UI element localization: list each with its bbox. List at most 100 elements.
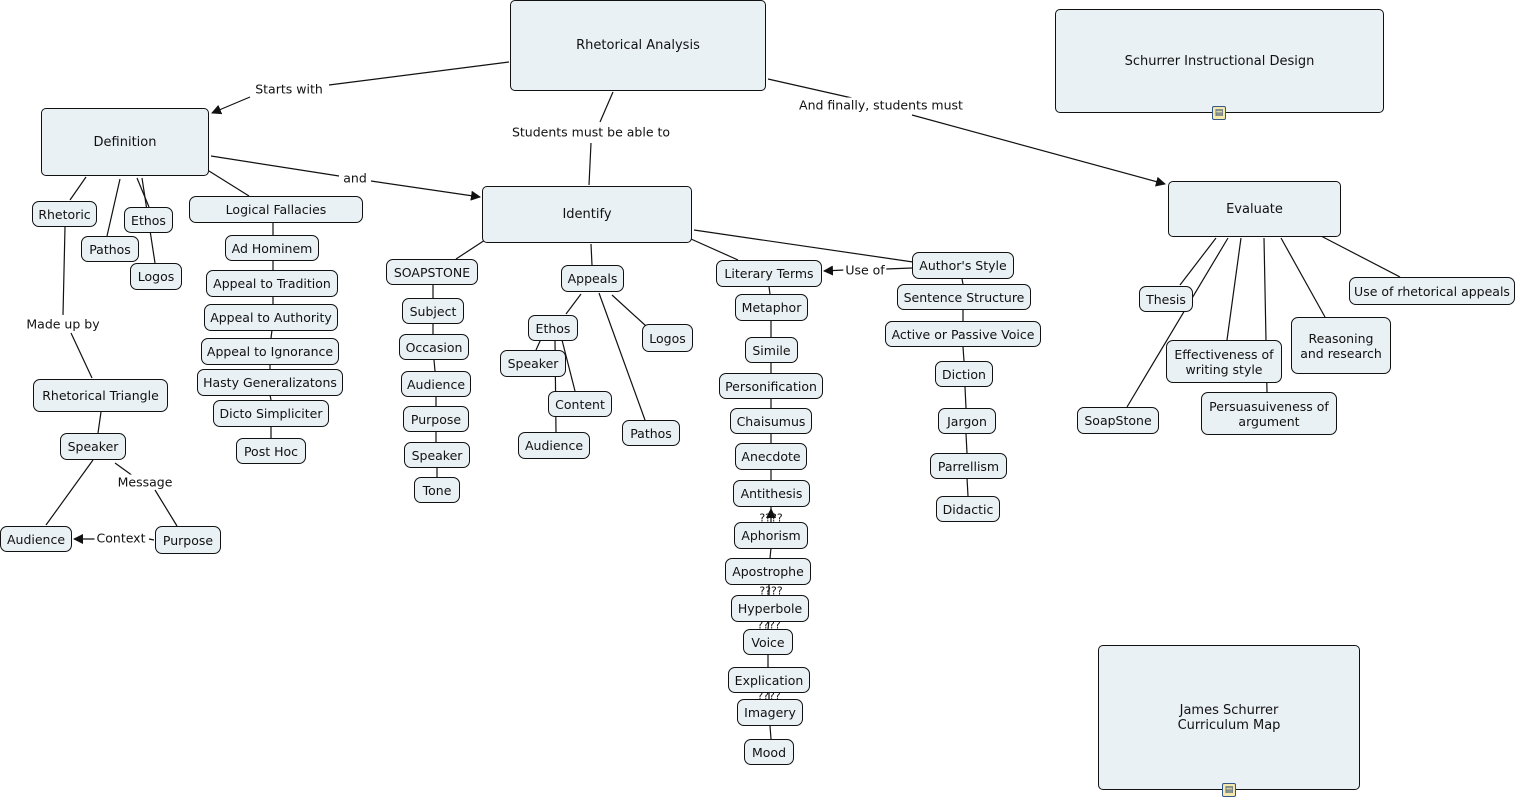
concept-tone[interactable]: Tone [414, 477, 460, 503]
link-label-and: and [341, 170, 369, 186]
concept-explication[interactable]: Explication [728, 667, 810, 693]
concept-jargon[interactable]: Jargon [938, 408, 996, 434]
concept-chaisumus[interactable]: Chaisumus [730, 408, 812, 434]
concept-personification[interactable]: Personification [719, 373, 823, 399]
concept-active-passive-voice[interactable]: Active or Passive Voice [885, 321, 1041, 347]
concept-aphorism[interactable]: Aphorism [734, 522, 808, 549]
link-line [598, 292, 646, 421]
concept-sentence-structure[interactable]: Sentence Structure [897, 284, 1031, 310]
concept-subject[interactable]: Subject [402, 298, 464, 324]
link-line [885, 267, 913, 270]
link-line [561, 339, 576, 392]
concept-simile[interactable]: Simile [745, 337, 798, 363]
link-label-made-up-by: Made up by [24, 316, 102, 332]
concept-identify[interactable]: Identify [482, 186, 692, 243]
link-line [962, 346, 965, 362]
link-line [328, 61, 510, 86]
concept-content[interactable]: Content [548, 391, 612, 417]
concept-purpose-soap[interactable]: Purpose [403, 406, 469, 432]
link-label-students-must: Students must be able to [509, 124, 673, 140]
link-line [45, 459, 94, 526]
concept-reasoning-and-research[interactable]: Reasoning and research [1291, 317, 1391, 374]
link-line [433, 359, 436, 372]
concept-imagery[interactable]: Imagery [737, 699, 803, 726]
concept-metaphor[interactable]: Metaphor [735, 294, 808, 321]
concept-speaker[interactable]: Speaker [60, 433, 126, 460]
concept-dicto-simpliciter[interactable]: Dicto Simpliciter [213, 400, 329, 427]
concept-literary-terms[interactable]: Literary Terms [716, 260, 822, 287]
concept-soapstone-eval[interactable]: SoapStone [1077, 407, 1159, 434]
link-arrow-line [370, 180, 481, 201]
concept-audience-appeal[interactable]: Audience [518, 432, 590, 459]
link-line [270, 329, 273, 339]
concept-authors-style[interactable]: Author's Style [912, 252, 1014, 279]
concept-pathos[interactable]: Pathos [81, 236, 139, 262]
link-line [154, 489, 178, 527]
concept-ethos-appeal[interactable]: Ethos [528, 315, 578, 341]
concept-thesis[interactable]: Thesis [1139, 286, 1193, 312]
concept-rhetorical-triangle[interactable]: Rhetorical Triangle [33, 379, 168, 412]
link-line [966, 477, 969, 497]
concept-effectiveness-of-writing-style[interactable]: Effectiveness of writing style [1166, 340, 1282, 383]
document-icon[interactable]: ▤ [1212, 106, 1226, 120]
concept-purpose[interactable]: Purpose [155, 526, 221, 554]
concept-evaluate[interactable]: Evaluate [1168, 181, 1341, 237]
concept-appeal-to-ignorance[interactable]: Appeal to Ignorance [201, 338, 339, 365]
concept-james-schurrer-curriculum-map[interactable]: James Schurrer Curriculum Map [1098, 645, 1360, 790]
concept-didactic[interactable]: Didactic [936, 496, 1000, 522]
concept-schurrer-instructional-design[interactable]: Schurrer Instructional Design [1055, 9, 1384, 113]
link-line [208, 170, 250, 197]
link-line [106, 178, 121, 237]
document-icon[interactable]: ▤ [1222, 783, 1236, 797]
link-line [965, 433, 968, 454]
concept-hasty-generalizations[interactable]: Hasty Generalizatons [197, 369, 343, 396]
link-line [455, 239, 486, 260]
link-label-and-finally: And finally, students must [797, 97, 965, 113]
concept-logos[interactable]: Logos [130, 263, 182, 290]
link-arrow-line [823, 265, 845, 276]
concept-definition[interactable]: Definition [41, 108, 209, 176]
concept-antithesis[interactable]: Antithesis [733, 480, 810, 507]
concept-rhetoric[interactable]: Rhetoric [32, 201, 97, 227]
concept-anecdote[interactable]: Anecdote [735, 443, 807, 470]
concept-audience[interactable]: Audience [0, 526, 72, 552]
concept-use-of-rhetorical-appeals[interactable]: Use of rhetorical appeals [1349, 277, 1515, 305]
link-line [1179, 237, 1217, 286]
concept-appeal-to-authority[interactable]: Appeal to Authority [204, 304, 338, 331]
link-label-starts-with: Starts with [253, 81, 325, 97]
concept-ad-hominem[interactable]: Ad Hominem [225, 235, 319, 261]
concept-logos-appeal[interactable]: Logos [642, 324, 693, 352]
concept-persuasiveness-of-argument[interactable]: Persuasuiveness of argument [1201, 392, 1337, 435]
link-label-context: Context [94, 530, 148, 546]
concept-post-hoc[interactable]: Post Hoc [236, 438, 306, 464]
link-line [97, 411, 102, 434]
concept-pathos-appeal[interactable]: Pathos [622, 420, 680, 446]
concept-logical-fallacies[interactable]: Logical Fallacies [189, 196, 363, 223]
concept-voice[interactable]: Voice [743, 629, 793, 655]
link-line [588, 142, 592, 186]
link-line [769, 725, 772, 740]
link-label-use-of: Use of [843, 262, 887, 278]
concept-hyperbole[interactable]: Hyperbole [731, 595, 809, 622]
link-line [565, 293, 582, 315]
concept-ethos[interactable]: Ethos [124, 207, 173, 233]
concept-rhetorical-analysis[interactable]: Rhetorical Analysis [510, 0, 766, 91]
concept-parrellism[interactable]: Parrellism [930, 453, 1007, 479]
concept-soapstone[interactable]: SOAPSTONE [386, 259, 478, 285]
concept-speaker-appeal[interactable]: Speaker [500, 350, 566, 377]
concept-apostrophe[interactable]: Apostrophe [725, 558, 811, 585]
concept-appeal-to-tradition[interactable]: Appeal to Tradition [206, 270, 338, 297]
link-label-unknown: ???? [759, 584, 783, 598]
concept-mood[interactable]: Mood [744, 739, 794, 765]
link-line [69, 176, 87, 201]
concept-appeals[interactable]: Appeals [561, 265, 624, 292]
link-line [1280, 237, 1326, 318]
link-label-unknown: ???? [759, 511, 783, 525]
concept-occasion[interactable]: Occasion [399, 334, 469, 360]
link-line [769, 547, 772, 559]
concept-speaker-soap[interactable]: Speaker [404, 442, 470, 468]
link-line [611, 294, 647, 327]
concept-audience-soap[interactable]: Audience [401, 371, 471, 397]
concept-diction[interactable]: Diction [935, 361, 993, 387]
